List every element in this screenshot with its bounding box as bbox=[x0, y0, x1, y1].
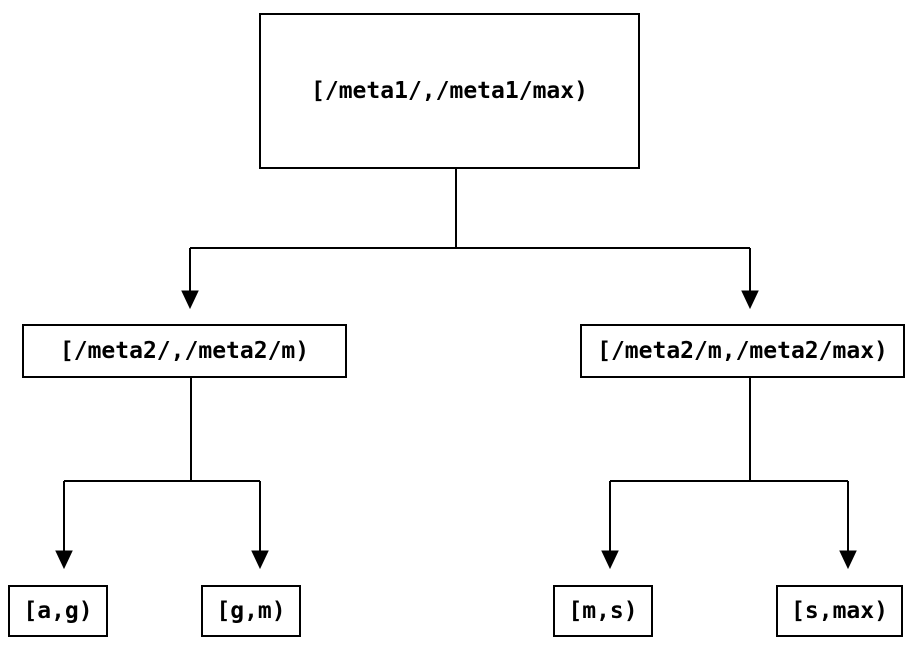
node-leaf-s-max: [s,max) bbox=[776, 585, 903, 637]
arrowhead-right-child-icon bbox=[741, 290, 759, 310]
node-right-child-interval: [/meta2/m,/meta2/max) bbox=[580, 324, 905, 378]
node-leaf-a-g: [a,g) bbox=[8, 585, 108, 637]
arrowhead-leaf-ms-icon bbox=[601, 550, 619, 570]
node-leaf-g-m: [g,m) bbox=[201, 585, 301, 637]
edge-left-child-to-leaves bbox=[55, 378, 269, 570]
arrowhead-leaf-smax-icon bbox=[839, 550, 857, 570]
node-leaf-m-s: [m,s) bbox=[553, 585, 653, 637]
arrowhead-leaf-ag-icon bbox=[55, 550, 73, 570]
arrowhead-left-child-icon bbox=[181, 290, 199, 310]
edge-root-to-children bbox=[181, 169, 759, 310]
node-root-interval: [/meta1/,/meta1/max) bbox=[259, 13, 640, 169]
arrowhead-leaf-gm-icon bbox=[251, 550, 269, 570]
node-left-child-interval: [/meta2/,/meta2/m) bbox=[22, 324, 347, 378]
edge-right-child-to-leaves bbox=[601, 378, 857, 570]
